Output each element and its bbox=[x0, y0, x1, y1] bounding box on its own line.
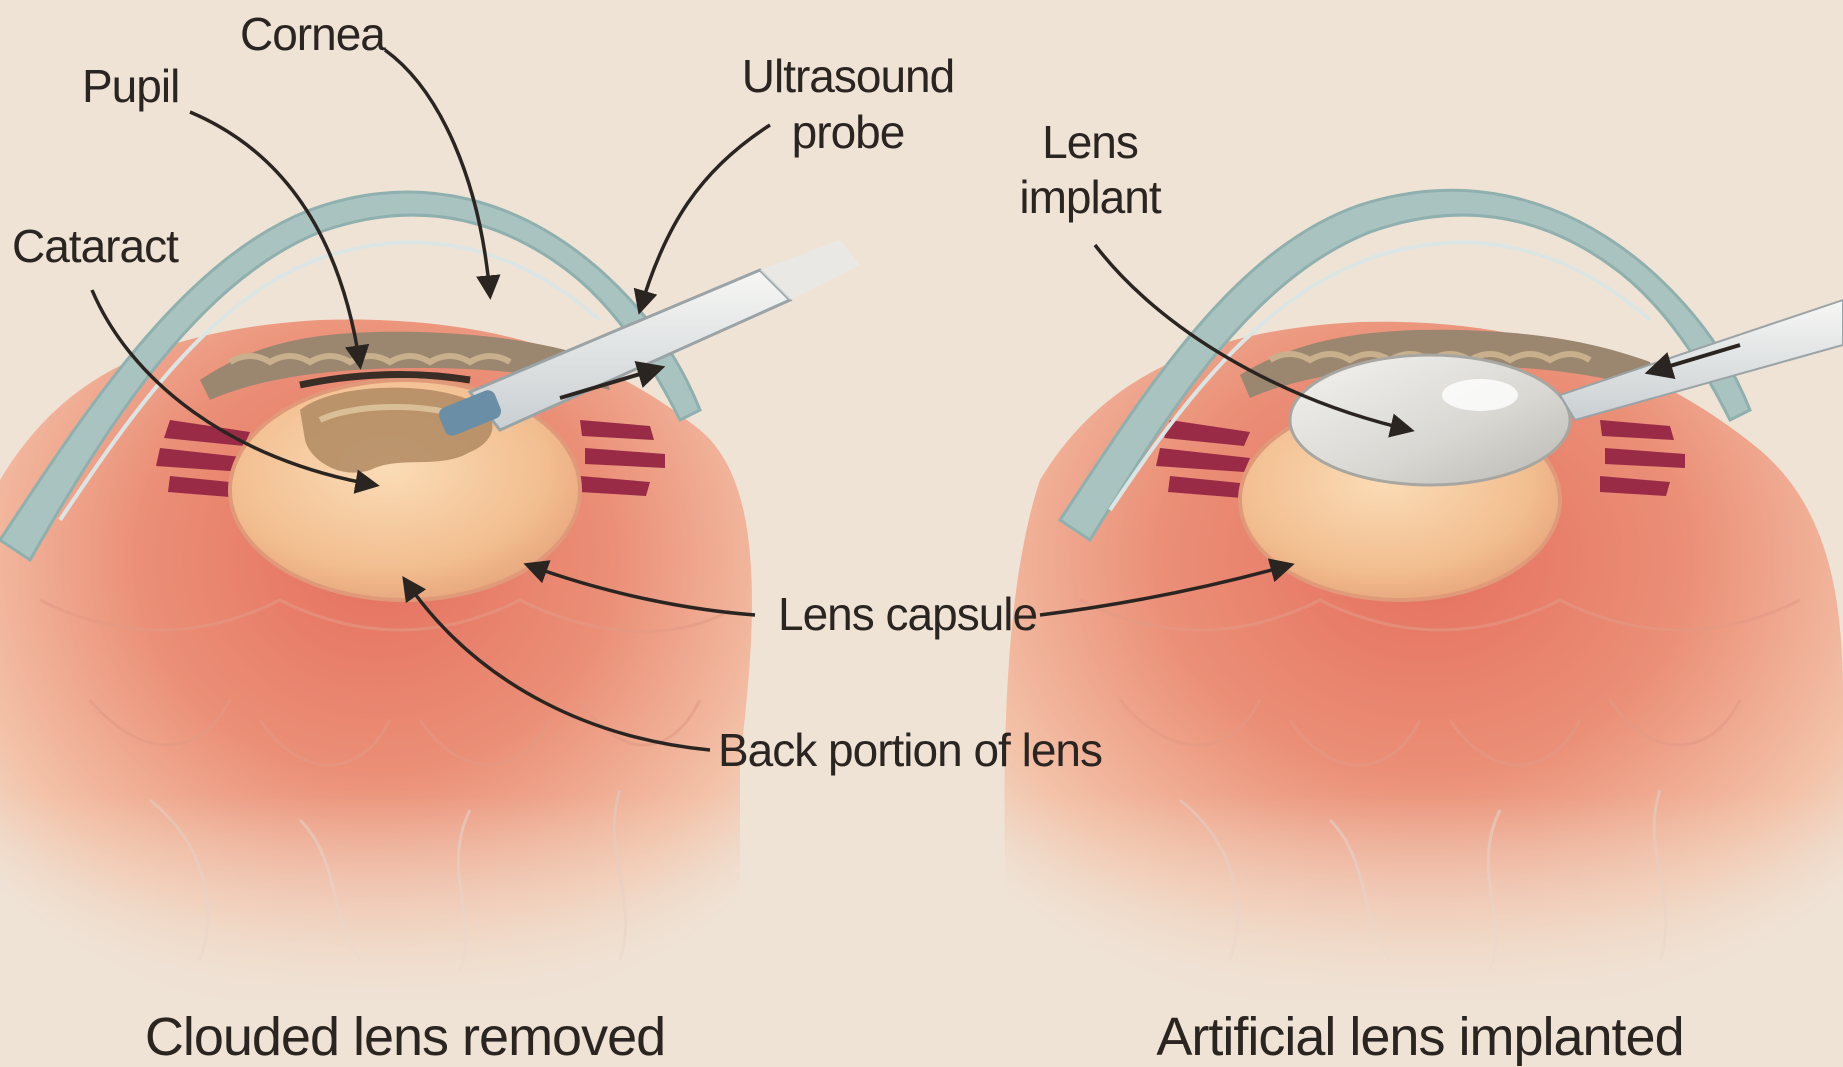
label-lens-capsule: Lens capsule bbox=[778, 588, 1037, 640]
caption-left: Clouded lens removed bbox=[145, 1007, 665, 1067]
caption-right: Artificial lens implanted bbox=[1156, 1007, 1683, 1067]
label-lens-implant-line2: implant bbox=[1019, 171, 1162, 223]
label-pupil: Pupil bbox=[82, 60, 179, 112]
captions: Clouded lens removed Artificial lens imp… bbox=[145, 1007, 1684, 1067]
left-eye bbox=[0, 192, 860, 1020]
right-eye bbox=[1000, 190, 1843, 1020]
label-cornea: Cornea bbox=[240, 8, 386, 60]
label-cataract: Cataract bbox=[12, 220, 179, 272]
leader-cornea bbox=[385, 50, 490, 295]
right-lens-implant bbox=[1290, 355, 1570, 485]
label-lens-implant-line1: Lens bbox=[1042, 116, 1138, 168]
label-ultrasound-probe-line1: Ultrasound bbox=[742, 50, 954, 102]
label-ultrasound-probe-line2: probe bbox=[792, 106, 905, 158]
label-back-portion: Back portion of lens bbox=[718, 724, 1102, 776]
